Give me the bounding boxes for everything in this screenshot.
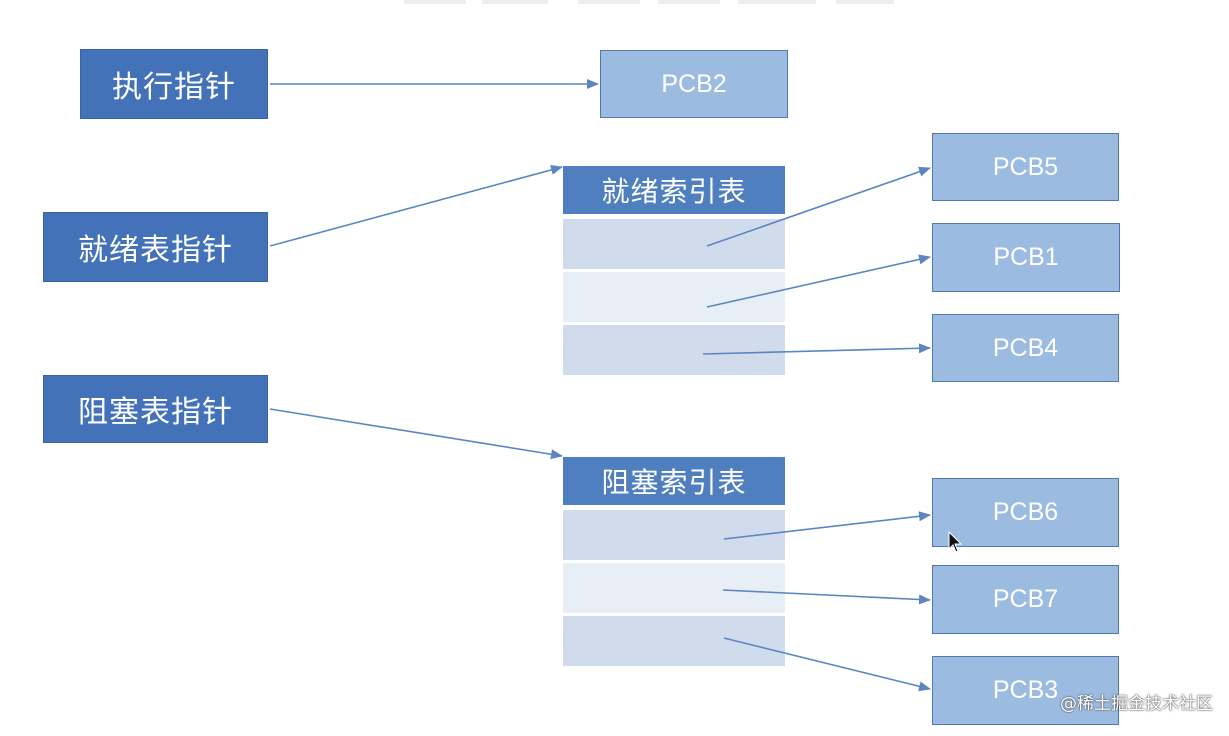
ready-pointer-box: 就绪表指针: [43, 212, 268, 282]
ready-table-row: [563, 272, 785, 322]
blocked-pointer-box: 阻塞表指针: [43, 375, 268, 443]
ready-index-table: 就绪索引表: [563, 166, 785, 375]
pcb7-label: PCB7: [992, 585, 1059, 613]
pcb3-label: PCB3: [992, 676, 1059, 704]
blocked-table-header: 阻塞索引表: [563, 457, 785, 505]
top-blur-strip: [578, 0, 640, 4]
top-blur-strip: [738, 0, 816, 4]
pcb4-box: PCB4: [932, 314, 1119, 382]
ready-table-row: [563, 219, 785, 269]
top-blur-strip: [482, 0, 548, 4]
pcb6-box: PCB6: [932, 478, 1119, 547]
arrow-blocked-to-table: [269, 408, 563, 460]
blocked-table-row: [563, 510, 785, 560]
pcb3-box: PCB3: [932, 656, 1119, 725]
pcb2-box: PCB2: [600, 50, 788, 118]
watermark-text: @稀土掘金技术社区: [1060, 694, 1213, 714]
mouse-cursor-icon: [948, 531, 963, 553]
ready-table-row: [563, 325, 785, 375]
pcb7-box: PCB7: [932, 565, 1119, 634]
pcb2-label: PCB2: [661, 69, 727, 98]
pcb1-label: PCB1: [993, 243, 1059, 271]
ready-table-header: 就绪索引表: [563, 166, 785, 214]
pcb5-box: PCB5: [932, 133, 1119, 201]
ready-pointer-label: 就绪表指针: [78, 233, 233, 268]
top-blur-strip: [658, 0, 720, 4]
pcb1-box: PCB1: [932, 223, 1120, 292]
blocked-index-table: 阻塞索引表: [563, 457, 785, 666]
arrow-ready-to-table: [269, 165, 563, 247]
exec-pointer-label: 执行指针: [112, 70, 236, 105]
pcb6-label: PCB6: [992, 498, 1059, 526]
pcb4-label: PCB4: [992, 333, 1059, 362]
blocked-table-row: [563, 563, 785, 613]
pcb5-label: PCB5: [992, 152, 1059, 181]
top-blur-strip: [404, 0, 466, 4]
blocked-table-row: [563, 616, 785, 666]
exec-pointer-box: 执行指针: [80, 49, 268, 119]
blocked-pointer-label: 阻塞表指针: [78, 395, 233, 430]
top-blur-strip: [836, 0, 894, 4]
